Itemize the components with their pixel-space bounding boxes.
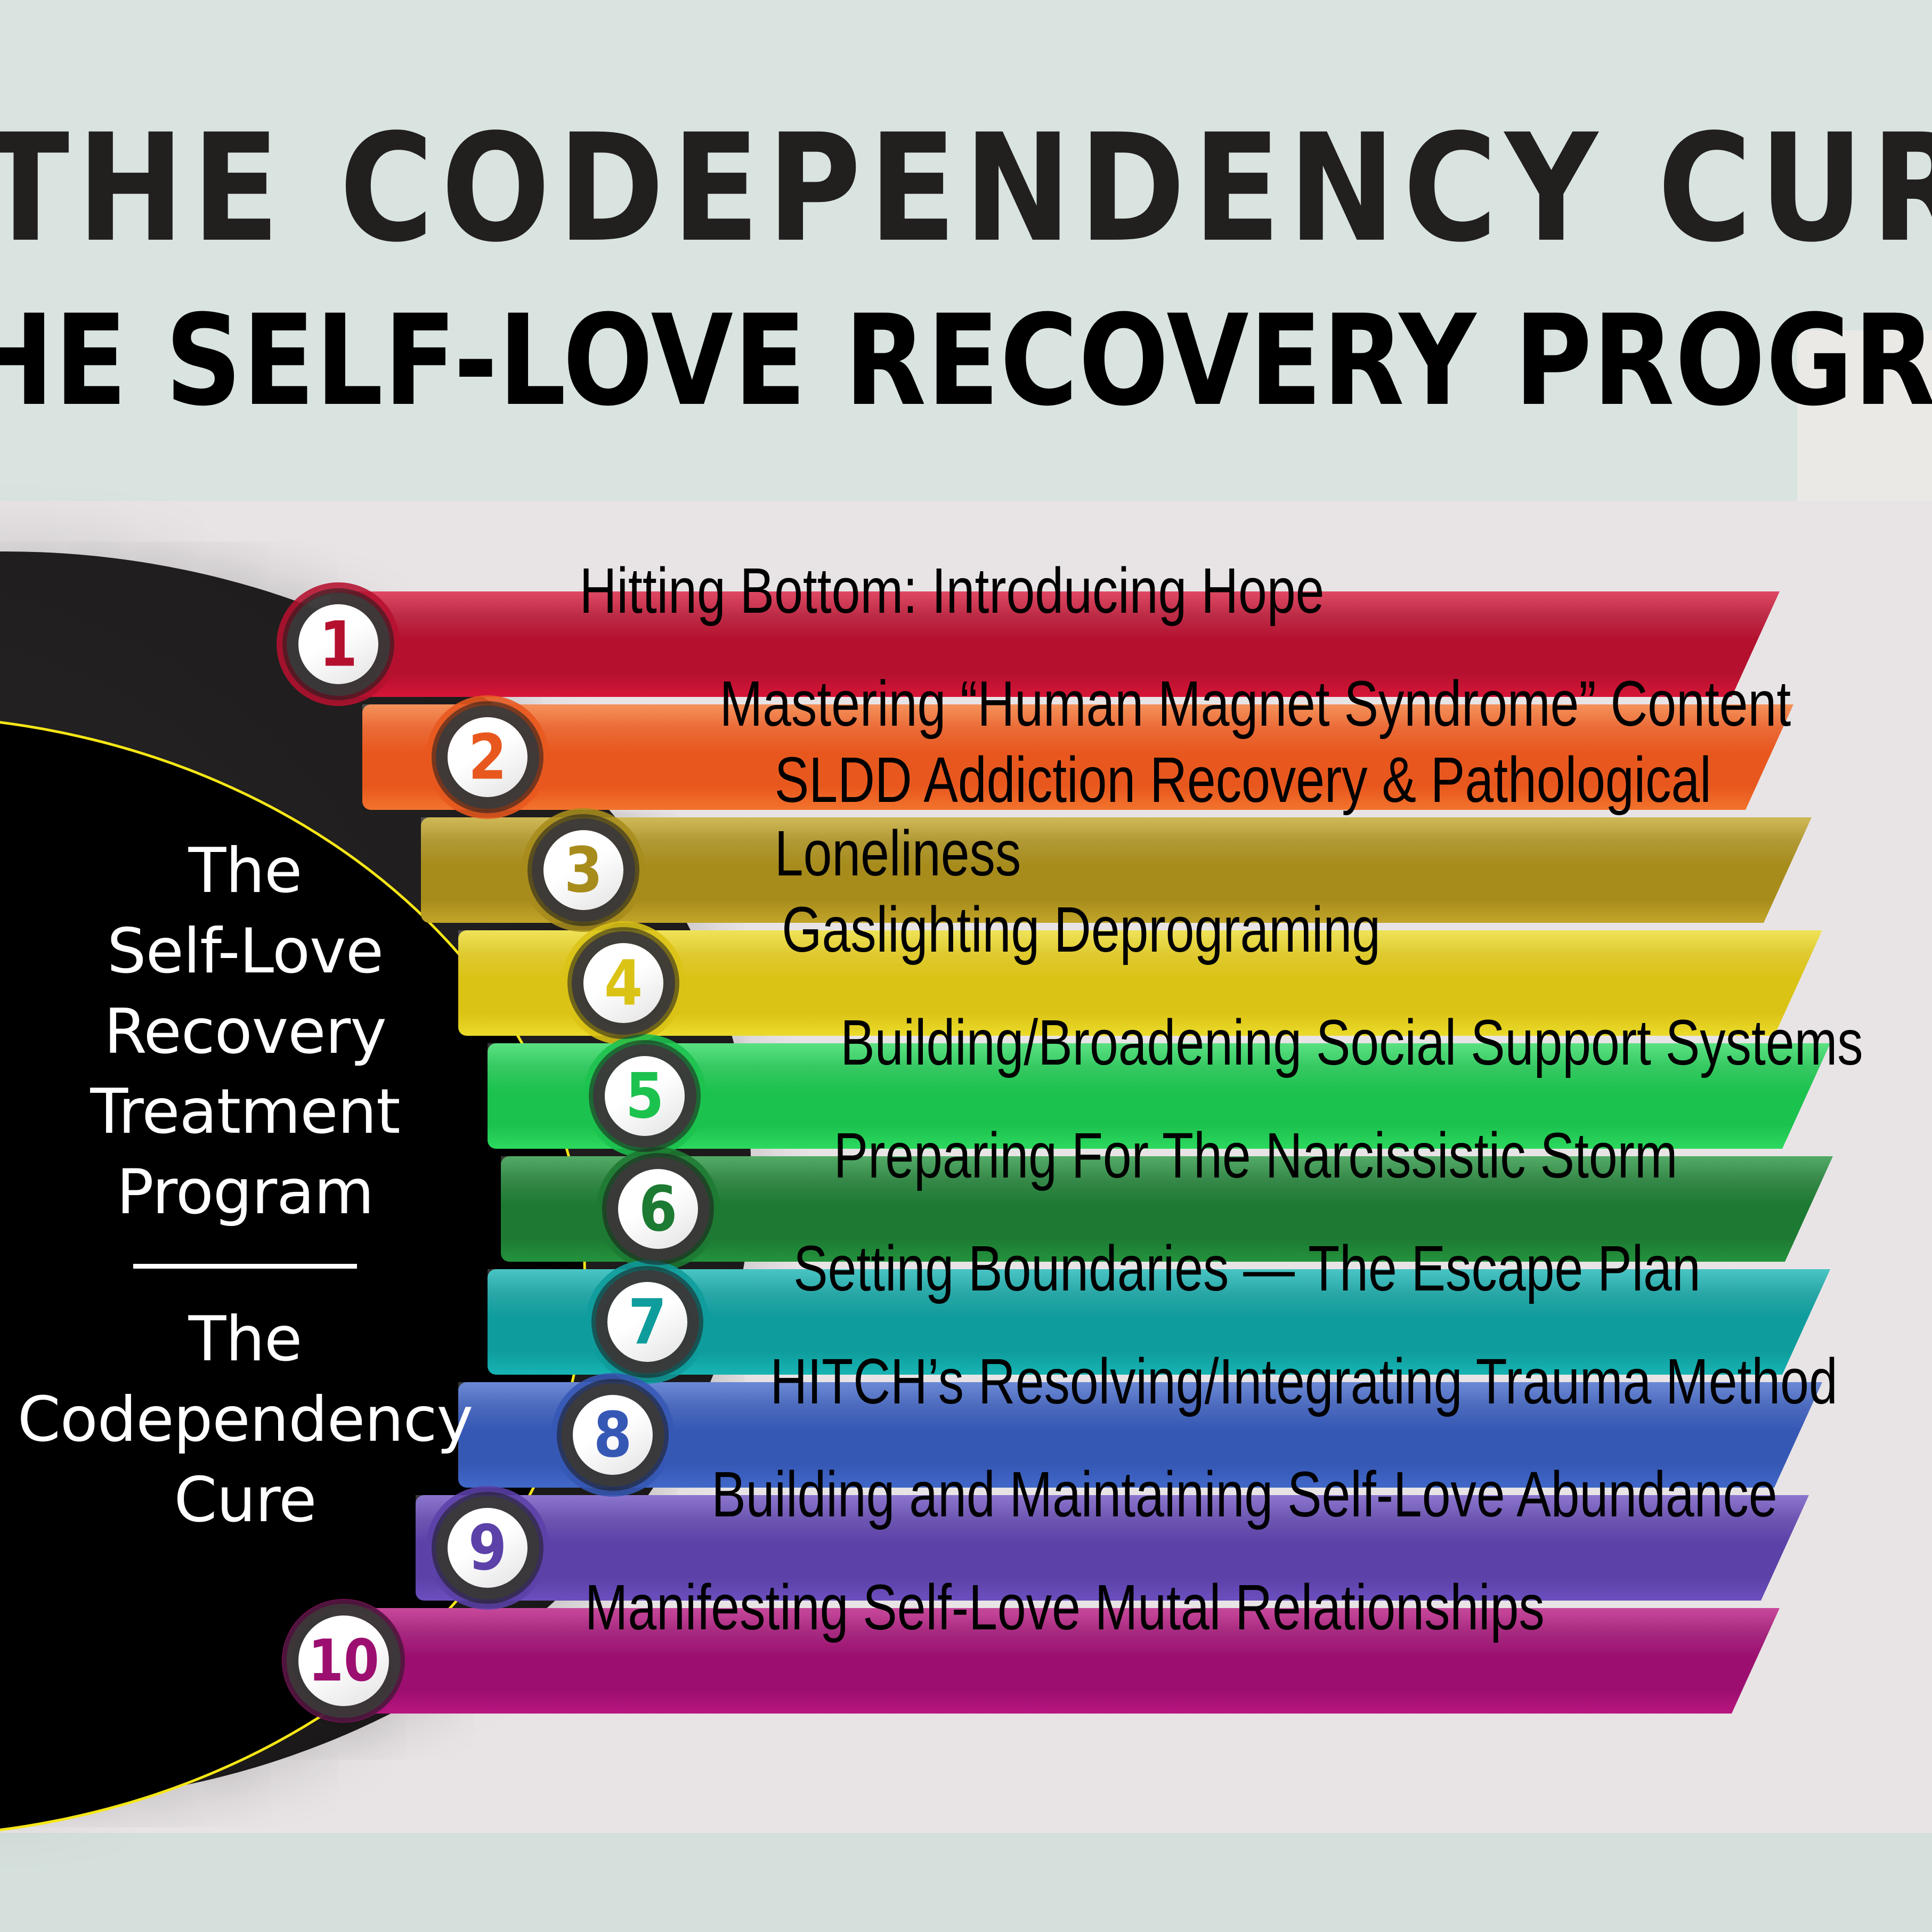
step-number-badge[interactable]: 9 [448, 1508, 527, 1588]
page-title: THE CODEPENDENCY CURE [0, 102, 1932, 275]
step-label: Building/Broadening Social Support Syste… [840, 1007, 1863, 1079]
step-number: 1 [319, 607, 358, 681]
step-label: Building and Maintaining Self-Love Abund… [711, 1459, 1777, 1531]
step-number-badge[interactable]: 10 [298, 1616, 389, 1706]
step-bar-fill [501, 1156, 1833, 1262]
step-number: 2 [468, 720, 507, 794]
hub-top-line-4: Treatment [90, 1076, 400, 1148]
hub-top-line-3: Recovery [104, 995, 387, 1068]
step-number: 8 [593, 1398, 632, 1472]
step-label: HITCH’s Resolving/Integrating Trauma Met… [770, 1346, 1838, 1418]
header-overlay-patch [1797, 330, 1932, 501]
step-label: Hitting Bottom: Introducing Hope [579, 555, 1325, 627]
step-number-badge[interactable]: 5 [605, 1056, 685, 1136]
step-bar-fill [330, 591, 1780, 697]
step-number-badge[interactable]: 8 [573, 1395, 653, 1475]
step-number: 5 [625, 1059, 664, 1133]
step-bar-fill [362, 704, 1793, 810]
step-bar-fill [458, 1382, 1822, 1488]
page-subtitle: THE SELF-LOVE RECOVERY PROGRAM [0, 288, 1932, 434]
hub-top-line-2: Self-Love [107, 915, 384, 987]
step-number-badge[interactable]: 3 [543, 830, 623, 910]
step-number: 3 [564, 833, 603, 907]
step-number-badge[interactable]: 2 [448, 717, 527, 797]
step-label: Manifesting Self-Love Mutal Relationship… [585, 1572, 1545, 1644]
hub-bottom-line-3: Cure [174, 1464, 316, 1536]
step-label: Preparing For The Narcissistic Storm [833, 1120, 1678, 1192]
hub-bottom-line-1: The [188, 1303, 303, 1375]
header-band [0, 0, 1808, 501]
step-label: Mastering “Human Magnet Syndrome” Conten… [719, 668, 1791, 740]
hub-bottom-line-2: Codependency [17, 1383, 473, 1456]
step-bar-fill [421, 817, 1812, 923]
step-bar-fill [330, 1608, 1780, 1714]
step-number-badge[interactable]: 1 [298, 604, 378, 684]
step-row[interactable]: Building/Broadening Social Support Syste… [0, 1007, 1932, 1158]
header-band-right [1808, 0, 1932, 330]
step-number: 10 [308, 1627, 379, 1694]
step-bar-fill [488, 1269, 1830, 1375]
step-number-badge[interactable]: 6 [618, 1169, 698, 1249]
step-number: 6 [638, 1172, 678, 1246]
step-label: Setting Boundaries — The Escape Plan [793, 1233, 1701, 1305]
step-bar-fill [458, 930, 1822, 1036]
step-number: 9 [468, 1511, 507, 1585]
step-number-badge[interactable]: 7 [607, 1282, 687, 1362]
step-number: 7 [628, 1285, 667, 1359]
step-number: 4 [604, 946, 643, 1020]
step-label: Gaslighting Deprograming [782, 894, 1381, 966]
step-bar-fill [488, 1043, 1830, 1149]
hub-top-line-1: The [188, 835, 303, 907]
hub-divider [133, 1263, 357, 1269]
step-number-badge[interactable]: 4 [583, 943, 663, 1023]
footer-band [0, 1833, 1932, 1932]
hub-label: The Self-Love Recovery Treatment Program… [0, 831, 490, 1540]
step-bar-fill [416, 1495, 1809, 1601]
hub-top-line-5: Program [116, 1156, 374, 1229]
step-label: SLDD Addiction Recovery & Pathological L… [774, 744, 1711, 890]
